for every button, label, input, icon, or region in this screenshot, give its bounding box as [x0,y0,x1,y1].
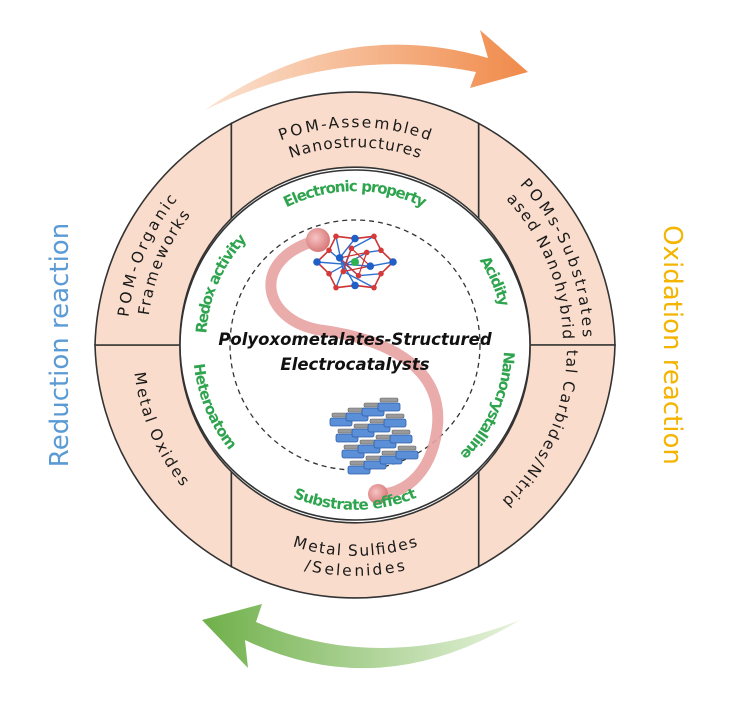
segment-upper-right [477,122,616,346]
segment-top [230,91,480,221]
layered-lattice-image [329,397,419,475]
s-ribbon [265,234,444,500]
polyoxometalate-cluster-image [313,233,397,291]
segment-bottom-label-2: /Selenides [303,556,406,579]
center-title-line2: Electrocatalysts [280,355,429,374]
bottom-curved-arrow [202,604,520,669]
segment-lower-left [94,344,233,568]
outer-ring [94,91,616,599]
oxidation-reaction-label: Oxidation reaction [657,225,687,465]
ribbon-start-ball [306,228,330,252]
reduction-reaction-label: Reduction reaction [45,223,75,467]
segment-bottom [230,469,480,599]
top-curved-arrow [205,30,528,110]
ribbon-end-ball [368,484,388,504]
inner-circle [179,169,531,521]
dashed-core-circle [229,219,481,471]
center-title-line1: Polyoxometalates-Structured [218,330,491,349]
